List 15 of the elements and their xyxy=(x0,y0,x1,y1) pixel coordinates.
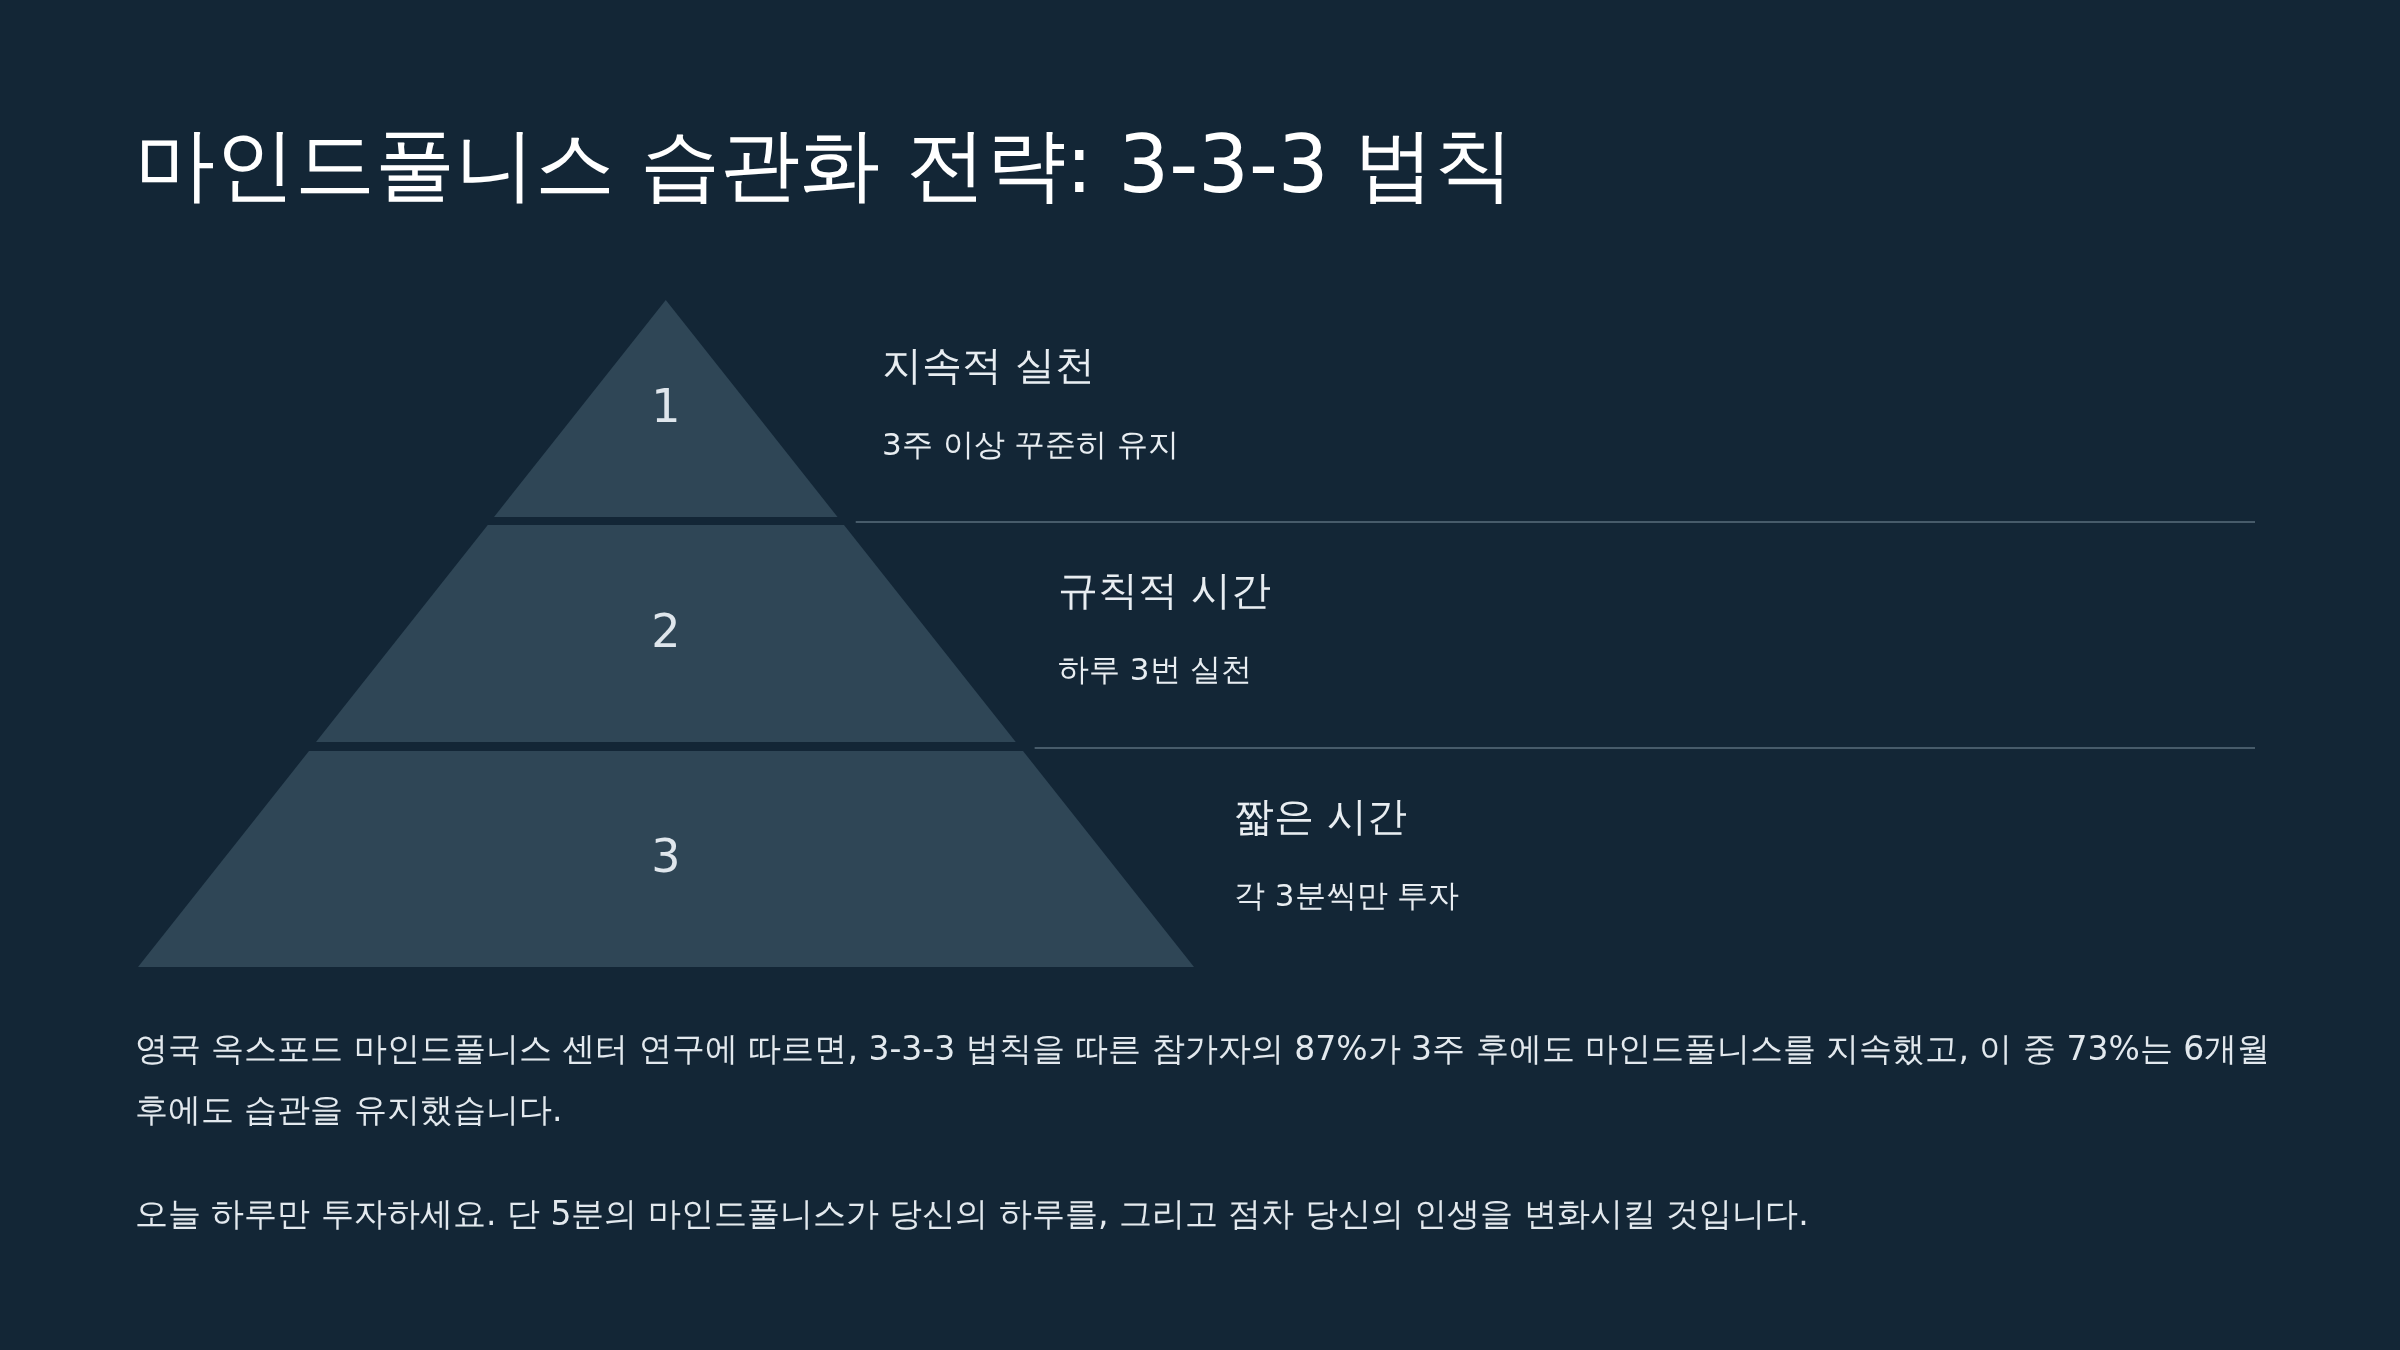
paragraph: 오늘 하루만 투자하세요. 단 5분의 마인드풀니스가 당신의 하루를, 그리고 점차 당신의 인생을 변화시킬 것입니다. xyxy=(135,1193,1810,1235)
tier-heading: 지속적 실천 xyxy=(882,341,1095,390)
paragraph: 영국 옥스포드 마인드풀니스 센터 연구에 따르면, 3-3-3 법칙을 따른 참가자의 87%가 3주 후에도 마인드풀니스를 지속했고, 이 중 73%는 6개월 후에도 습관을 유지했습니다. xyxy=(135,1028,2272,1131)
pyramid-tier xyxy=(138,751,1194,967)
tier-number: 2 xyxy=(651,603,681,658)
tier-description: 3주 이상 꾸준히 유지 xyxy=(882,425,1180,464)
pyramid-tier xyxy=(316,525,1016,742)
tier-number: 1 xyxy=(651,378,681,433)
tier-heading: 규칙적 시간 xyxy=(1058,566,1271,615)
pyramid-tier xyxy=(494,300,838,517)
tier-number: 3 xyxy=(651,829,681,883)
tier-heading: 짧은 시간 xyxy=(1234,792,1407,841)
tier-description: 각 3분씩만 투자 xyxy=(1234,876,1460,915)
tier-description: 하루 3번 실천 xyxy=(1058,650,1253,689)
title: 마인드풀니스 습관화 전략: 3-3-3 법칙 xyxy=(135,117,1515,213)
